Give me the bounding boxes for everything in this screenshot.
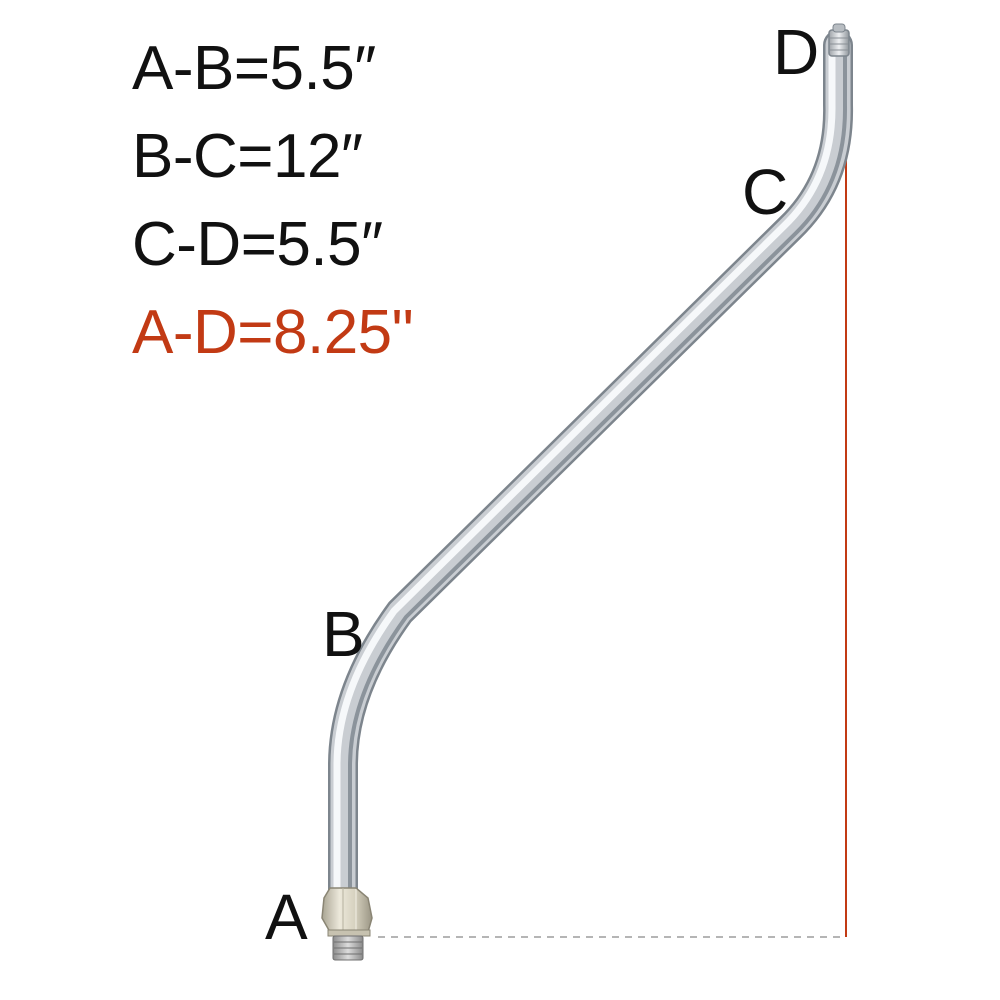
rod-highlight xyxy=(333,41,836,899)
point-label-a: A xyxy=(265,881,308,953)
measurement-a-d: A-D=8.25" xyxy=(132,298,414,367)
rod-tip-d xyxy=(828,23,850,57)
threaded-stub-a xyxy=(332,935,364,961)
rod-shadow xyxy=(348,46,848,897)
point-label-d: D xyxy=(773,16,820,88)
measurement-b-c: B-C=12″ xyxy=(132,122,363,191)
measurement-a-b: A-B=5.5″ xyxy=(132,34,376,103)
chrome-rod xyxy=(330,32,851,908)
point-label-b: B xyxy=(322,598,365,670)
measurement-c-d: C-D=5.5″ xyxy=(132,210,383,279)
point-label-c: C xyxy=(742,156,789,228)
hex-fitting-a xyxy=(321,887,373,937)
